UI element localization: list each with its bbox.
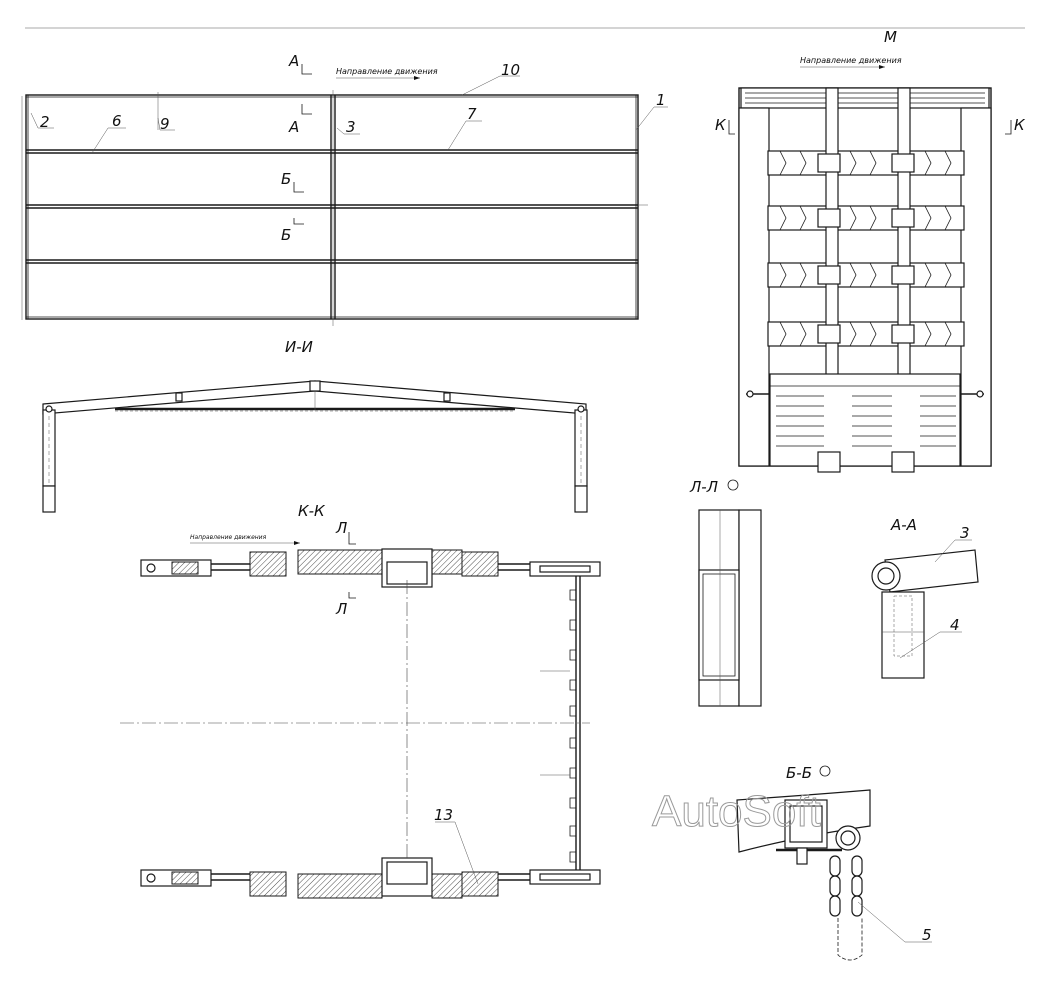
watermark: AutoSoft (652, 787, 821, 836)
kk-direction-text: Направление движения (190, 534, 267, 541)
section-ii-title: И-И (285, 338, 313, 356)
section-l-bottom-label: Л (335, 600, 347, 618)
section-ii-view: И-И (42, 338, 588, 513)
callout-10: 10 (501, 61, 520, 79)
section-k-right-label: К (1014, 116, 1026, 134)
section-aa-title: А-А (890, 516, 917, 534)
leader-7 (447, 120, 482, 151)
section-k-left-label: К (715, 116, 727, 134)
callout-2: 2 (40, 113, 50, 131)
callout-5: 5 (922, 926, 932, 944)
section-kk-view: К-К Направление движения Л Л (120, 502, 601, 899)
leader-6 (91, 127, 126, 154)
section-l-top-label: Л (335, 519, 347, 537)
callout-1: 1 (656, 91, 666, 109)
leader-1 (635, 106, 668, 131)
plan-direction-text: Направление движения (336, 67, 438, 76)
plan-view: 2 9 6 3 7 1 10 Направление движения А А … (21, 52, 668, 326)
kk-top-rail (140, 548, 601, 588)
leader-3-aa (934, 539, 972, 563)
section-bb-view: Б-Б 5 (736, 764, 932, 961)
leader-10 (461, 75, 520, 96)
leader-3 (336, 127, 360, 135)
view-m-title: М (884, 28, 897, 46)
leader-13 (435, 821, 479, 885)
section-aa-view: А-А 3 4 (871, 516, 979, 679)
callout-7: 7 (467, 105, 477, 123)
callout-6: 6 (112, 112, 122, 130)
crossbars (26, 149, 638, 264)
m-direction-text: Направление движения (800, 56, 902, 65)
view-m: М Направление движения (715, 28, 1026, 473)
chain (829, 855, 863, 917)
section-a-bottom-label: А (288, 118, 299, 136)
kk-bottom-rail (140, 857, 601, 899)
section-a-top-label: А (288, 52, 299, 70)
callout-13: 13 (434, 806, 453, 824)
section-b-bottom-label: Б (281, 226, 291, 244)
callout-3: 3 (346, 118, 356, 136)
section-ll-view: Л-Л (689, 478, 762, 707)
leader-9 (157, 117, 175, 131)
leader-4 (899, 631, 962, 659)
section-b-top-label: Б (281, 170, 291, 188)
leader-2 (30, 112, 54, 129)
section-kk-title: К-К (298, 502, 326, 520)
m-slats (767, 150, 965, 347)
section-bb-title: Б-Б (786, 764, 812, 782)
section-ll-title: Л-Л (689, 478, 718, 496)
m-lower-slats (769, 373, 961, 473)
kk-right-wall (540, 576, 581, 870)
leader-5 (857, 901, 932, 943)
callout-4: 4 (950, 616, 960, 634)
callout-3-aa: 3 (960, 524, 970, 542)
callout-9: 9 (160, 115, 170, 133)
